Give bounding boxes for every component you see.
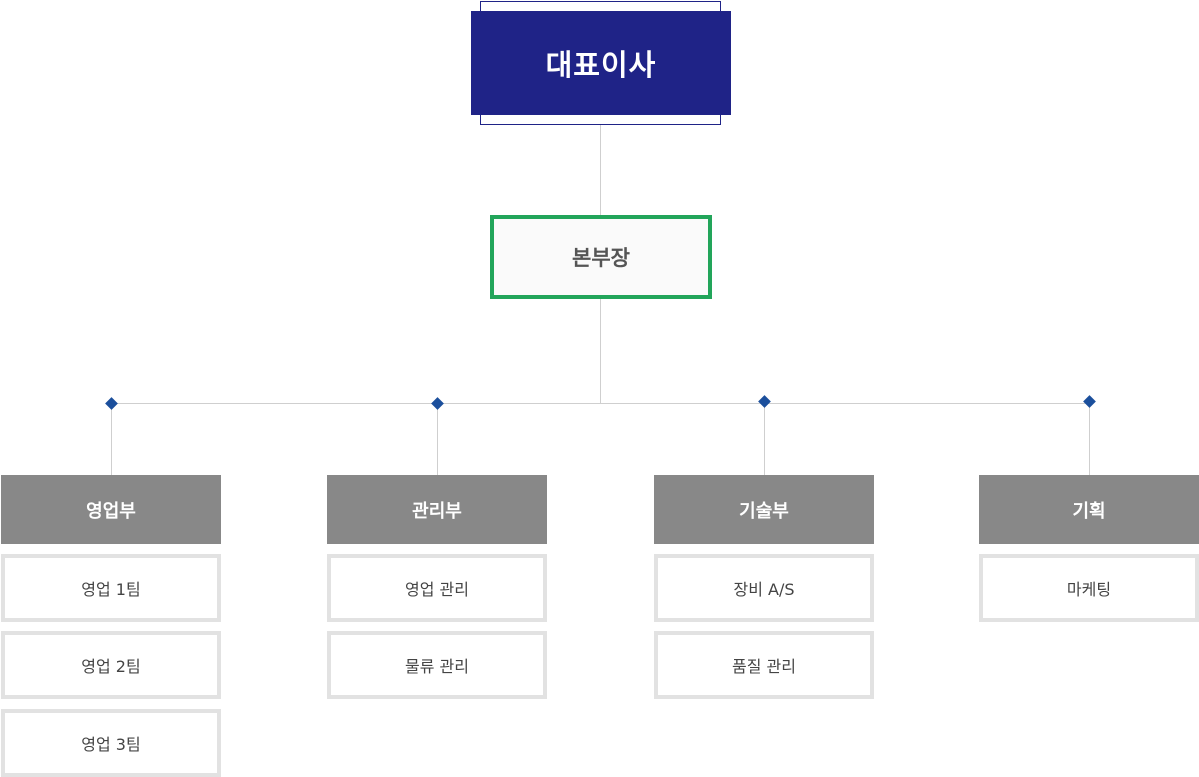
team-box: 영업 1팀 [1,554,221,622]
connector-dot-1 [105,397,118,410]
team-label: 장비 A/S [733,580,795,599]
team-label: 영업 1팀 [81,580,141,599]
team-label: 물류 관리 [405,657,469,676]
team-label: 품질 관리 [732,657,796,676]
connector-dot-4 [1083,395,1096,408]
connector-dot-3 [758,395,771,408]
team-box: 장비 A/S [654,554,874,622]
ceo-label: 대표이사 [545,48,657,82]
team-label: 마케팅 [1066,580,1112,599]
team-box: 영업 관리 [327,554,547,622]
dept-planning: 기획 [979,475,1199,544]
team-label: 영업 3팀 [81,735,141,754]
dept-label: 기획 [1072,500,1106,522]
head-box: 본부장 [490,215,712,299]
team-box: 품질 관리 [654,631,874,699]
dept-label: 관리부 [412,500,462,522]
dept-admin: 관리부 [327,475,547,544]
connector-dot-2 [431,397,444,410]
dept-sales: 영업부 [1,475,221,544]
branch-horizontal-connector [112,403,1090,404]
dept-label: 기술부 [739,500,789,522]
team-label: 영업 2팀 [81,657,141,676]
ceo-to-head-connector [600,125,601,215]
head-label: 본부장 [572,246,630,270]
dept-connector-1 [111,403,112,475]
team-box: 영업 3팀 [1,709,221,777]
team-label: 영업 관리 [405,580,469,599]
head-to-branch-connector [600,299,601,403]
dept-label: 영업부 [86,500,136,522]
dept-tech: 기술부 [654,475,874,544]
team-box: 마케팅 [979,554,1199,622]
team-box: 물류 관리 [327,631,547,699]
team-box: 영업 2팀 [1,631,221,699]
dept-connector-2 [437,403,438,475]
ceo-box: 대표이사 [471,11,731,115]
dept-connector-3 [764,401,765,475]
dept-connector-4 [1089,401,1090,475]
